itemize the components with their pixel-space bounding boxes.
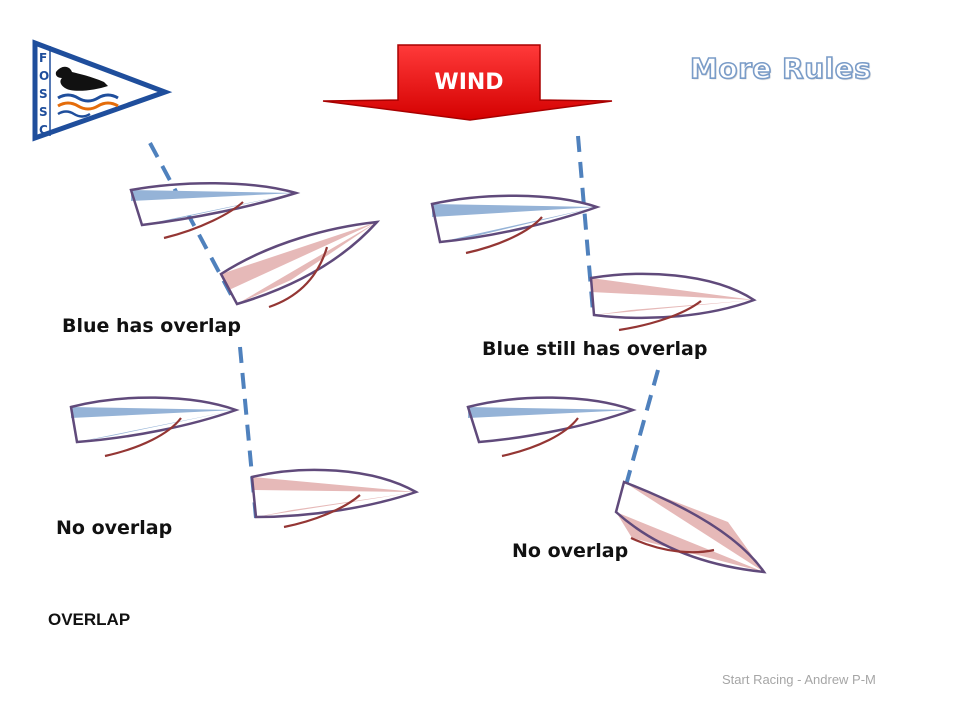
- section-label: OVERLAP: [48, 610, 131, 629]
- wind-label: WIND: [434, 70, 504, 95]
- boat-red-top-right: [589, 272, 757, 332]
- boat-blue-top-left: [129, 181, 301, 240]
- boat-red-bottom-left: [250, 468, 420, 529]
- logo-letter-s2: S: [39, 105, 48, 119]
- slide-credit: Start Racing - Andrew P-M: [722, 672, 876, 687]
- boat-red-top-left: [219, 220, 381, 309]
- wind-arrow-icon: [322, 44, 613, 121]
- logo-wave-blue-icon: [57, 93, 119, 103]
- boat-red-bottom-right: [614, 480, 767, 574]
- boat-blue-bottom-right: [466, 396, 637, 458]
- caption-bottom-right: No overlap: [512, 540, 629, 562]
- logo-letter-f: F: [39, 51, 47, 65]
- logo-wave-blue2-icon: [57, 110, 91, 118]
- slide-title: More Rules: [689, 51, 872, 86]
- boat-blue-top-right: [430, 194, 601, 255]
- caption-bottom-left: No overlap: [56, 517, 173, 539]
- caption-top-right: Blue still has overlap: [482, 338, 708, 360]
- logo-letter-o: O: [39, 69, 49, 83]
- logo-wave-orange-icon: [57, 101, 119, 111]
- logo-letter-s1: S: [39, 87, 48, 101]
- boat-blue-bottom-left: [69, 396, 240, 458]
- logo-letter-c: C: [39, 123, 48, 137]
- logo-goose-icon: [55, 66, 108, 91]
- overlap-line-top-left: [148, 142, 237, 303]
- caption-top-left: Blue has overlap: [62, 315, 241, 337]
- logo-pennant: [32, 39, 173, 142]
- overlap-line-top-right: [576, 135, 595, 313]
- club-logo: F O S S C: [32, 39, 173, 142]
